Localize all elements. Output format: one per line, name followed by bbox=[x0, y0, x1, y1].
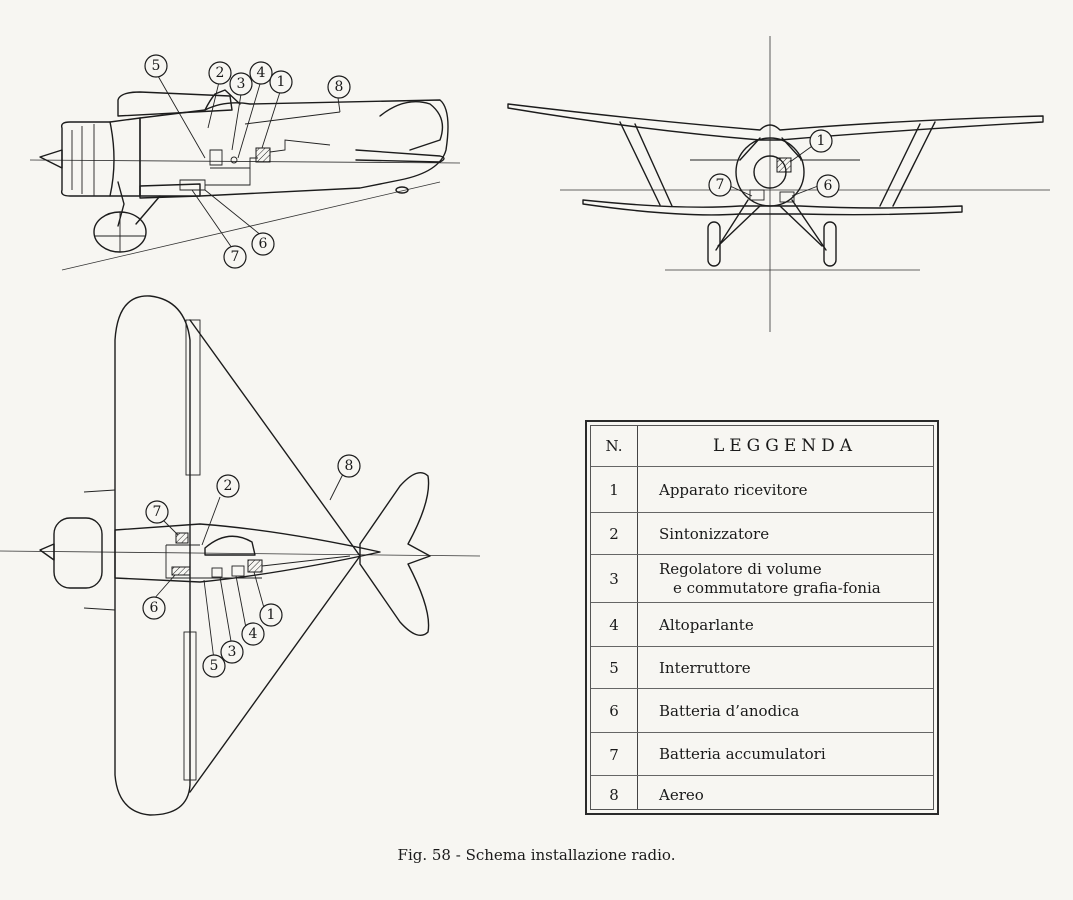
legend-row-text: Altoparlante bbox=[659, 603, 927, 647]
callout-label: 1 bbox=[267, 607, 276, 623]
callout-label: 5 bbox=[210, 658, 219, 674]
callout-side-1: 1 bbox=[269, 70, 293, 94]
callout-side-4: 4 bbox=[249, 61, 273, 85]
callout-label: 4 bbox=[257, 65, 266, 81]
callout-side-5: 5 bbox=[144, 54, 168, 78]
callout-label: 5 bbox=[152, 58, 161, 74]
legend-row-number: 3 bbox=[609, 570, 619, 588]
legend-row-text: Aereo bbox=[659, 776, 927, 814]
legend-row: 3 Regolatore di volume e commutatore gra… bbox=[591, 554, 933, 603]
legend-row-number: 4 bbox=[609, 616, 619, 634]
callout-top-1: 1 bbox=[259, 603, 283, 627]
callout-label: 8 bbox=[345, 458, 354, 474]
callout-front-1: 1 bbox=[809, 129, 833, 153]
legend-row-line1: Batteria d’anodica bbox=[659, 701, 800, 720]
legend-frame: N. LEGGENDA 1 Apparato ricevitore 2 Sint… bbox=[590, 425, 934, 810]
front-view bbox=[507, 36, 1050, 332]
side-view bbox=[29, 75, 461, 271]
legend-row-number: 8 bbox=[609, 786, 619, 804]
legend-row-number: 6 bbox=[609, 702, 619, 720]
callout-front-6: 6 bbox=[816, 174, 840, 198]
callout-top-8: 8 bbox=[337, 454, 361, 478]
legend-row-line1: Sintonizzatore bbox=[659, 524, 770, 543]
callout-side-3: 3 bbox=[229, 72, 253, 96]
callout-side-2: 2 bbox=[208, 61, 232, 85]
callout-top-7: 7 bbox=[145, 500, 169, 524]
callout-label: 8 bbox=[335, 79, 344, 95]
legend-row-text: Sintonizzatore bbox=[659, 513, 927, 555]
callout-top-4: 4 bbox=[241, 622, 265, 646]
legend-row-text: Batteria accumulatori bbox=[659, 733, 927, 776]
callout-label: 1 bbox=[277, 74, 286, 90]
callout-top-5: 5 bbox=[202, 654, 226, 678]
callout-side-8: 8 bbox=[327, 75, 351, 99]
legend-row: 6 Batteria d’anodica bbox=[591, 688, 933, 733]
legend-row-line1: Batteria accumulatori bbox=[659, 745, 826, 763]
callout-group: 5 2 3 4 1 8 7 6 1 7 6 8 2 7 6 1 4 3 5 bbox=[142, 54, 840, 678]
callout-side-6: 6 bbox=[251, 232, 275, 256]
legend-row-number: 2 bbox=[609, 525, 619, 543]
callout-label: 6 bbox=[259, 236, 268, 252]
callout-top-6: 6 bbox=[142, 596, 166, 620]
callout-label: 2 bbox=[224, 478, 233, 494]
legend-row: 8 Aereo bbox=[591, 775, 933, 814]
callout-label: 7 bbox=[153, 504, 162, 520]
callout-label: 6 bbox=[824, 178, 833, 194]
legend-row-text: Apparato ricevitore bbox=[659, 467, 927, 513]
legend-header-title: LEGGENDA bbox=[712, 436, 858, 456]
callout-label: 2 bbox=[216, 65, 225, 81]
callout-label: 1 bbox=[817, 133, 826, 149]
legend-row-line1: Apparato ricevitore bbox=[659, 480, 808, 499]
legend-row-text: Batteria d’anodica bbox=[659, 689, 927, 733]
legend-row-text: Regolatore di volume e commutatore grafi… bbox=[659, 555, 927, 603]
legend-row: 4 Altoparlante bbox=[591, 602, 933, 647]
legend-header-number: N. bbox=[605, 437, 623, 455]
legend-row: 2 Sintonizzatore bbox=[591, 512, 933, 555]
callout-top-2: 2 bbox=[216, 474, 240, 498]
callout-label: 4 bbox=[249, 626, 258, 642]
callout-label: 7 bbox=[231, 249, 240, 265]
legend-row-line1: Interruttore bbox=[659, 658, 751, 677]
callout-label: 7 bbox=[716, 177, 725, 193]
callout-label: 3 bbox=[228, 644, 237, 660]
legend-row-number: 1 bbox=[609, 481, 619, 499]
legend-row-line1: Altoparlante bbox=[659, 615, 754, 634]
legend-row: 1 Apparato ricevitore bbox=[591, 466, 933, 513]
top-view bbox=[0, 295, 481, 816]
legend-row-line2: e commutatore grafia-fonia bbox=[673, 579, 881, 597]
callout-side-7: 7 bbox=[223, 245, 247, 269]
legend-row-number: 5 bbox=[609, 659, 619, 677]
legend-row: 5 Interruttore bbox=[591, 646, 933, 689]
callout-label: 6 bbox=[150, 600, 159, 616]
callout-label: 3 bbox=[237, 76, 246, 92]
figure-caption: Fig. 58 - Schema installazione radio. bbox=[397, 846, 676, 864]
callout-top-3: 3 bbox=[220, 640, 244, 664]
legend-table: N. LEGGENDA 1 Apparato ricevitore 2 Sint… bbox=[585, 420, 939, 815]
legend-row-line1: Aereo bbox=[659, 785, 704, 804]
legend-row-number: 7 bbox=[609, 745, 619, 764]
legend-row: 7 Batteria accumulatori bbox=[591, 732, 933, 776]
legend-row-line1: Regolatore di volume bbox=[659, 560, 822, 578]
callout-front-7: 7 bbox=[708, 173, 732, 197]
legend-column-divider bbox=[637, 426, 638, 809]
legend-row-text: Interruttore bbox=[659, 647, 927, 689]
